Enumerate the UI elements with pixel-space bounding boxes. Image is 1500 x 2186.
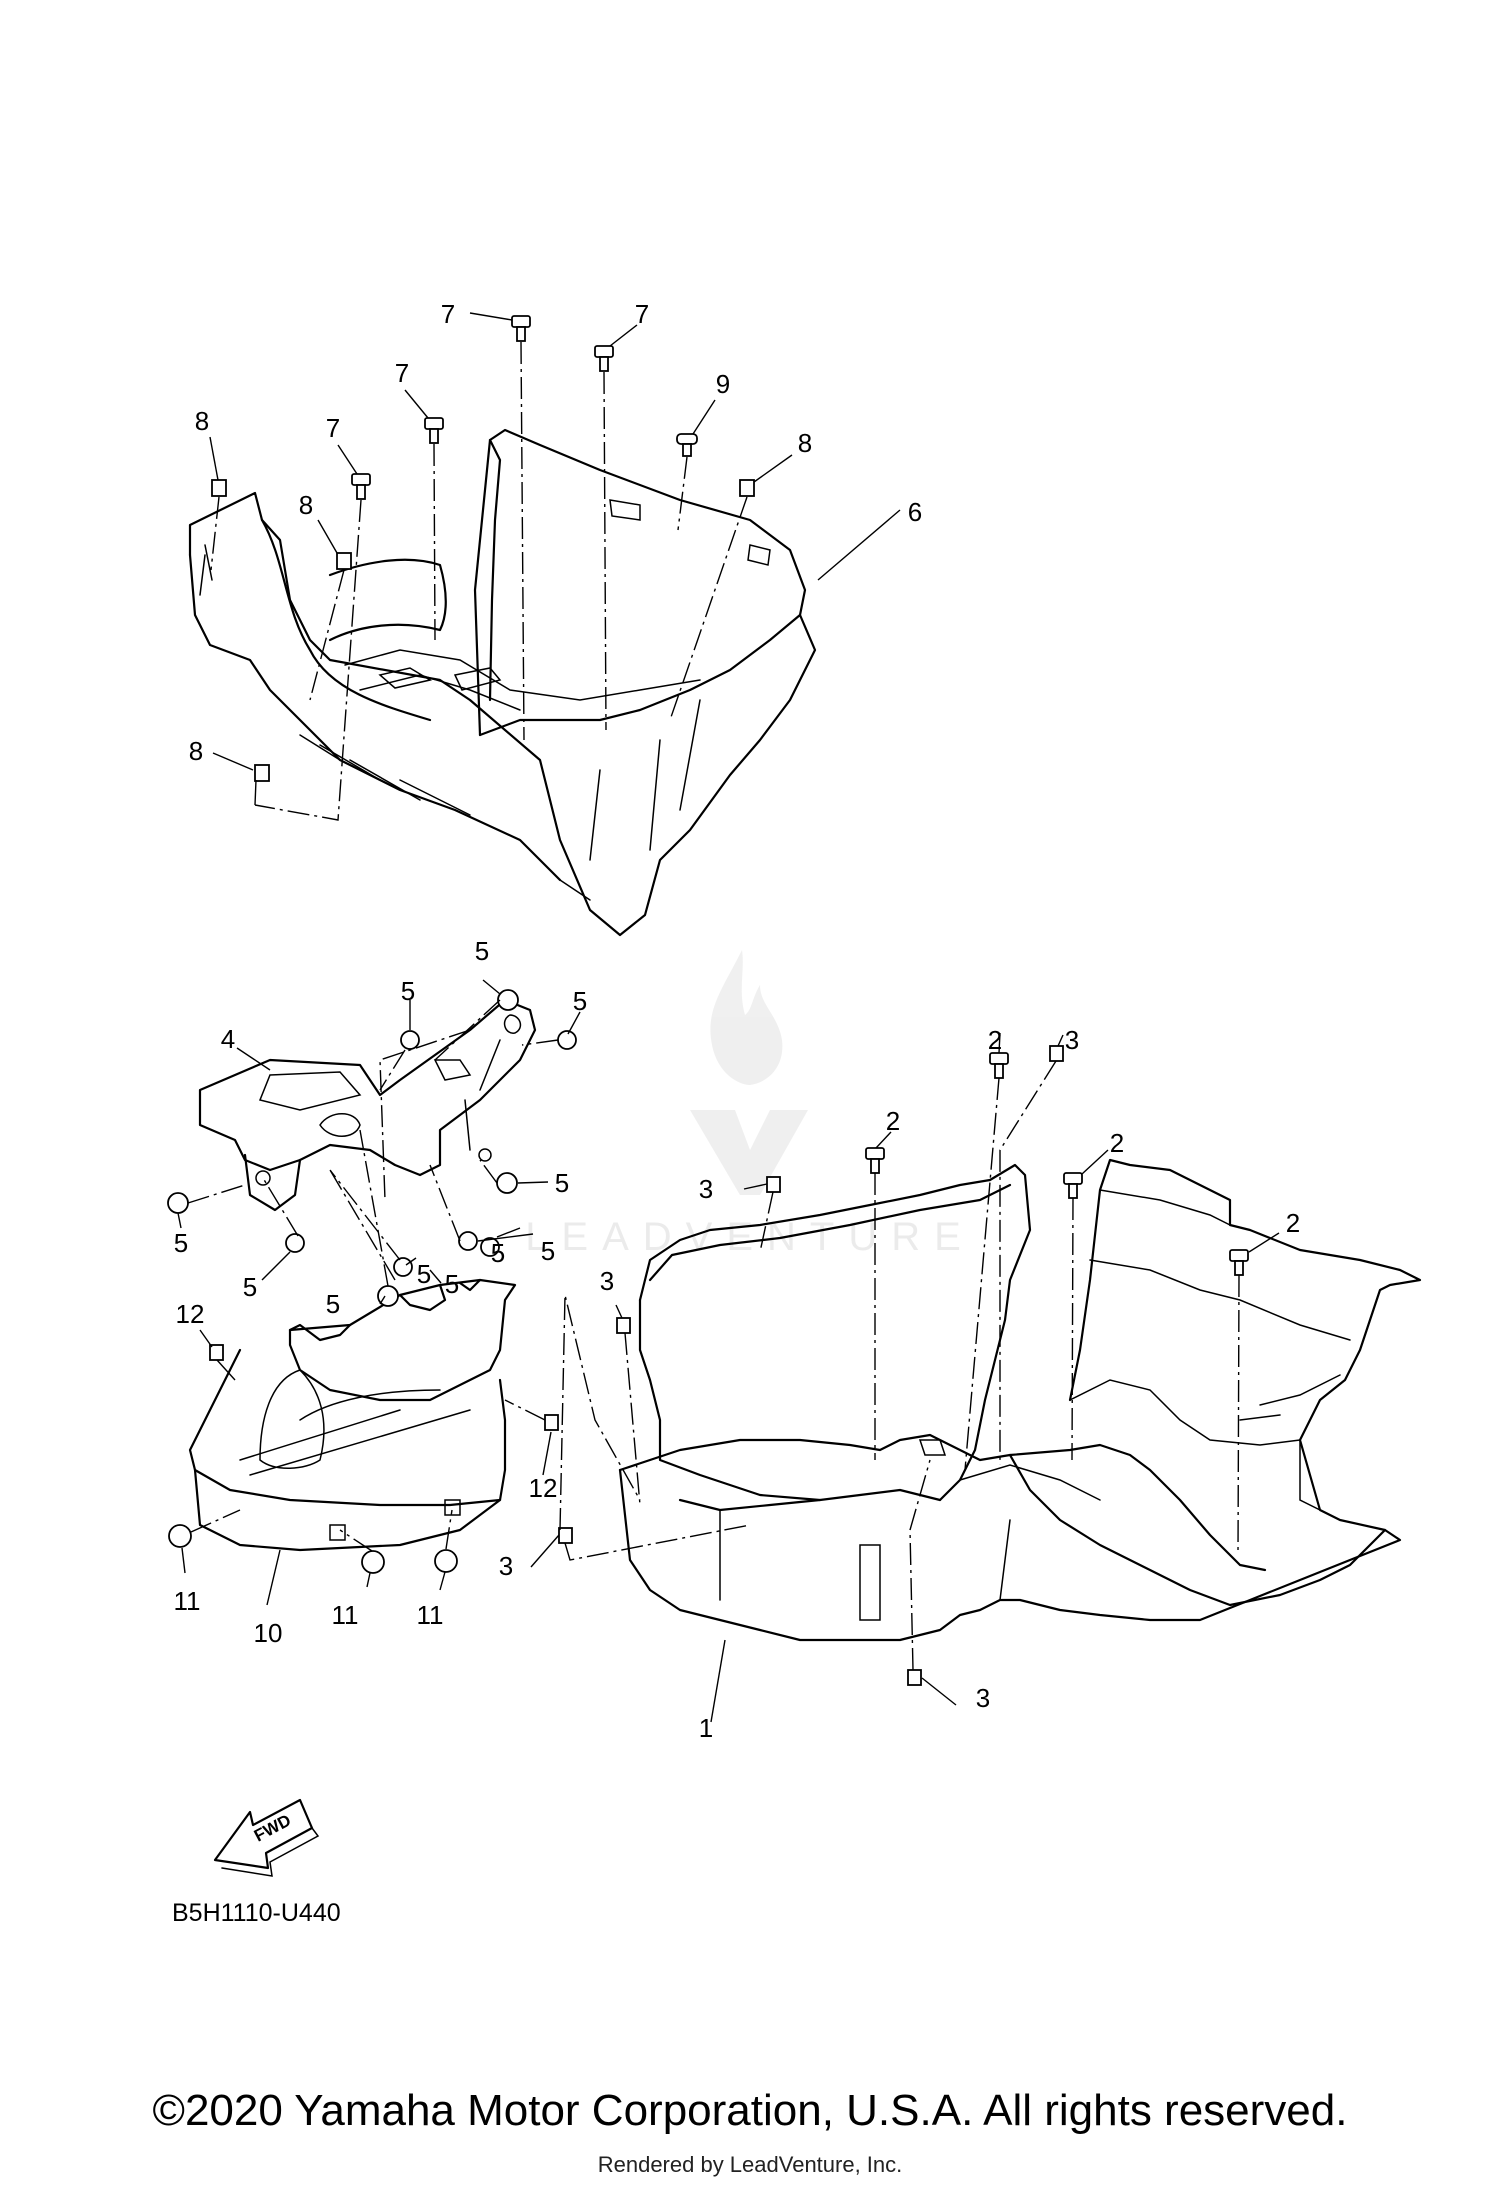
- bolt-icon: [1229, 1249, 1249, 1276]
- nut-clip-icon: [209, 1344, 224, 1361]
- callout-11: 11: [417, 1600, 444, 1630]
- rivet-icon: [167, 1192, 189, 1214]
- rivet-icon: [557, 1030, 577, 1050]
- nut-clip-icon: [766, 1176, 781, 1193]
- bolt-icon: [351, 473, 371, 500]
- callout-5: 5: [445, 1269, 459, 1299]
- callout-2: 2: [886, 1106, 900, 1136]
- watermark-v-mark: [690, 1110, 808, 1195]
- callout-7: 7: [326, 413, 340, 443]
- nut-clip-icon: [254, 764, 270, 782]
- callout-5: 5: [243, 1272, 257, 1302]
- nut-clip-icon: [336, 552, 352, 570]
- nut-clip-icon: [544, 1414, 559, 1431]
- callout-11: 11: [332, 1600, 359, 1630]
- bolt-icon: [865, 1147, 885, 1174]
- callout-12: 12: [176, 1299, 205, 1329]
- callout-8: 8: [798, 428, 812, 458]
- flame-icon: [710, 950, 783, 1085]
- bolt-icon: [424, 417, 444, 444]
- callout-3: 3: [600, 1266, 614, 1296]
- callout-5: 5: [417, 1259, 431, 1289]
- callout-5: 5: [491, 1238, 505, 1268]
- fwd-arrow-icon: FWD: [213, 1798, 320, 1877]
- callout-4: 4: [221, 1024, 235, 1054]
- part-1-floor: [618, 1158, 1422, 1642]
- nut-clip-icon: [616, 1317, 631, 1334]
- callout-12: 12: [529, 1473, 558, 1503]
- rivet-icon: [497, 989, 519, 1011]
- rendered-by-credit: Rendered by LeadVenture, Inc.: [597, 2152, 903, 2177]
- callout-2: 2: [988, 1025, 1002, 1055]
- grommet-icon: [434, 1549, 458, 1573]
- callout-2: 2: [1286, 1208, 1300, 1238]
- callout-8: 8: [195, 406, 209, 436]
- callout-5: 5: [541, 1236, 555, 1266]
- callout-7: 7: [395, 358, 409, 388]
- bolt-icon: [511, 315, 531, 342]
- rivet-icon: [400, 1030, 420, 1050]
- callout-3: 3: [976, 1683, 990, 1713]
- callout-5: 5: [401, 976, 415, 1006]
- callout-3: 3: [1065, 1025, 1079, 1055]
- part-4-bracket: [198, 998, 537, 1212]
- rivet-icon: [496, 1172, 518, 1194]
- grommet-icon: [168, 1524, 192, 1548]
- part-10-guard: [188, 1278, 517, 1552]
- grommet-icon: [361, 1550, 385, 1574]
- callout-labels: 7 7 7 7 9 8 8 8 8 6 5 5 5 4 5 5 5 5 5 5 …: [174, 299, 1301, 1743]
- diagram-code: B5H1110-U440: [172, 1899, 341, 1927]
- leadventure-watermark: LEADVENTURE: [525, 950, 975, 1259]
- callout-5: 5: [326, 1289, 340, 1319]
- nut-clip-icon: [907, 1669, 922, 1686]
- callout-3: 3: [499, 1551, 513, 1581]
- rivet-icon: [458, 1231, 478, 1251]
- callout-5: 5: [555, 1168, 569, 1198]
- nut-clip-icon: [1049, 1045, 1064, 1062]
- bolt-icon: [989, 1052, 1009, 1079]
- rivet-icon: [480, 1237, 500, 1257]
- fasteners: [167, 315, 1249, 1686]
- bolt-icon: [594, 345, 614, 372]
- callout-5: 5: [174, 1228, 188, 1258]
- copyright-notice: ©2020 Yamaha Motor Corporation, U.S.A. A…: [152, 2086, 1348, 2135]
- nut-clip-icon: [739, 479, 755, 497]
- clip-icon: [676, 433, 698, 457]
- callout-3: 3: [699, 1174, 713, 1204]
- leader-lines: [177, 312, 1280, 1723]
- callout-7: 7: [635, 299, 649, 329]
- rivet-icon: [285, 1233, 305, 1253]
- nut-clip-icon: [211, 479, 227, 497]
- callout-5: 5: [573, 986, 587, 1016]
- callout-7: 7: [441, 299, 455, 329]
- callout-10: 10: [254, 1618, 283, 1648]
- callout-1: 1: [699, 1713, 713, 1743]
- watermark-text: LEADVENTURE: [525, 1215, 975, 1259]
- callout-9: 9: [716, 369, 730, 399]
- part-6-upper-tray: [188, 428, 817, 937]
- nut-clip-icon: [558, 1527, 573, 1544]
- callout-11: 11: [174, 1586, 201, 1616]
- callout-6: 6: [908, 497, 922, 527]
- callout-2: 2: [1110, 1128, 1124, 1158]
- callout-8: 8: [299, 490, 313, 520]
- bolt-icon: [1063, 1172, 1083, 1199]
- callout-5: 5: [475, 936, 489, 966]
- callout-8: 8: [189, 736, 203, 766]
- rivet-icon: [393, 1257, 413, 1277]
